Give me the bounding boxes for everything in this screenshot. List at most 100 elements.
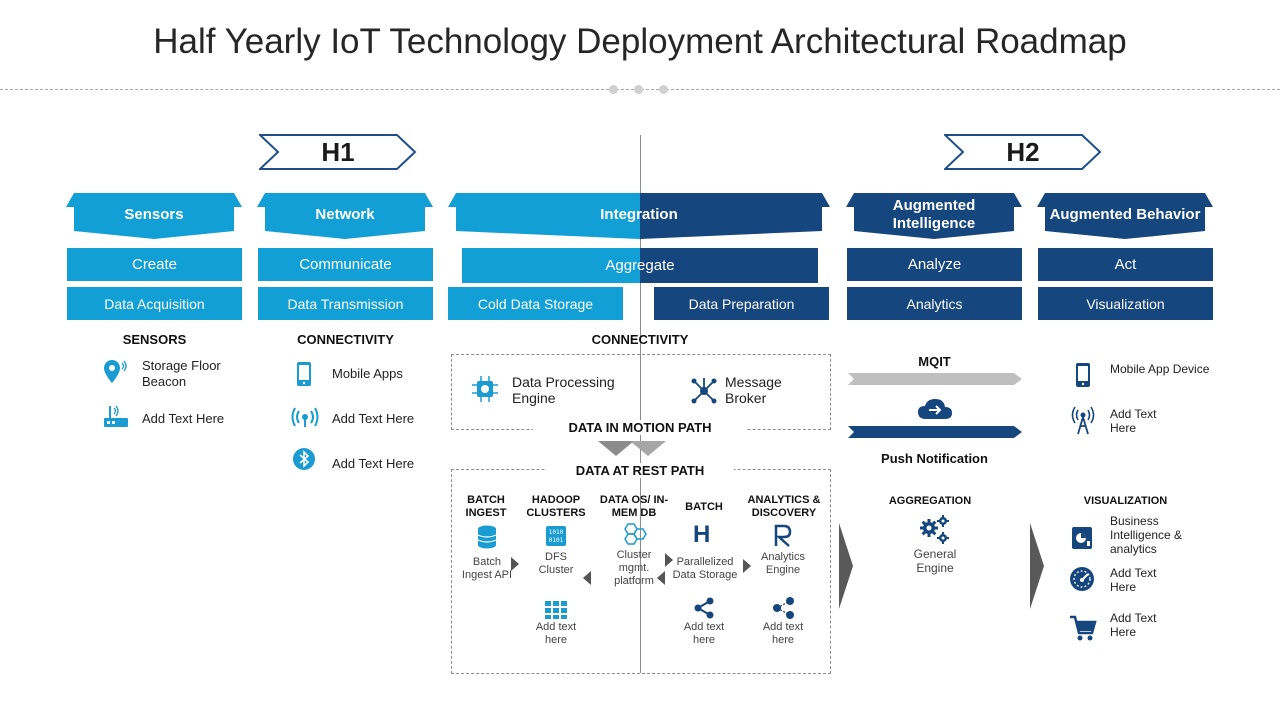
phase-chevron-h1	[259, 134, 417, 170]
banner-sensors: Sensors	[124, 206, 184, 223]
mobile-phone-icon	[297, 362, 311, 386]
router-icon	[104, 405, 128, 427]
down-arrows-icon	[598, 441, 666, 456]
header-analytics-discovery: ANALYTICS & DISCOVERY	[747, 494, 821, 519]
bar-data-acquisition: Data Acquisition	[67, 287, 242, 320]
divider-dot	[609, 85, 618, 94]
ab-item: Mobile App Device	[1110, 362, 1210, 376]
dfs-cluster-label: DFS Cluster	[538, 551, 574, 576]
phase-label-h1: H1	[321, 137, 355, 167]
network-hub-icon	[691, 378, 717, 404]
share-icon	[694, 597, 714, 619]
hexagon-cluster-icon	[624, 523, 647, 545]
banner-augmented-behavior: Augmented Behavior	[1049, 206, 1201, 223]
banner-shape-augmented-behavior	[1037, 193, 1213, 239]
viz-item: Business Intelligence & analytics	[1110, 514, 1183, 556]
add-text-label: Add text here	[535, 621, 577, 646]
data-in-motion-path-label: DATA IN MOTION PATH	[533, 420, 747, 435]
cluster-mgmt-label: Cluster mgmt. platform	[614, 549, 654, 587]
chevron-right-icon	[1030, 523, 1044, 609]
database-icon	[477, 525, 497, 549]
ab-item: Add Text Here	[1110, 407, 1157, 435]
user-network-icon	[773, 597, 794, 619]
header-batch-ingest: BATCH INGEST	[465, 494, 507, 519]
header-data-os: DATA OS/ IN- MEM DB	[599, 494, 669, 519]
wireless-signal-icon	[291, 407, 319, 427]
banner-network: Network	[315, 206, 375, 223]
dashboard-report-icon	[1072, 527, 1092, 549]
processor-icon	[472, 376, 498, 402]
sensors-heading: SENSORS	[122, 332, 187, 347]
chevron-right-icon	[839, 523, 853, 609]
bar-visualization: Visualization	[1038, 287, 1213, 320]
divider-dot	[659, 85, 668, 94]
bar-create: Create	[67, 248, 242, 281]
bar-cold-data-storage: Cold Data Storage	[448, 287, 623, 320]
antenna-tower-icon	[1071, 406, 1095, 435]
grid-table-icon	[545, 601, 567, 619]
binary-cluster-icon: 1010 0101	[546, 526, 566, 546]
divider-dot	[634, 85, 643, 94]
svg-text:0101: 0101	[549, 537, 564, 544]
banner-augmented-intelligence: Augmented Intelligence	[892, 197, 976, 232]
flow-arrow-right	[511, 557, 519, 571]
blue-arrow-bar	[848, 426, 1022, 438]
bar-data-transmission: Data Transmission	[258, 287, 433, 320]
add-text-label: Add text here	[762, 621, 804, 646]
message-broker-label: Message Broker	[725, 374, 782, 406]
bar-aggregate-left	[462, 248, 640, 283]
phase-chevron-h2	[944, 134, 1102, 170]
general-engine-label: General Engine	[913, 547, 957, 575]
flow-arrow-left	[657, 571, 665, 585]
bar-aggregate-right	[640, 248, 818, 283]
bar-act: Act	[1038, 248, 1213, 281]
sensors-item: Storage Floor Beacon	[142, 358, 221, 389]
visualization-heading: VISUALIZATION	[1083, 495, 1168, 507]
speedometer-icon	[1070, 567, 1094, 591]
banner-shape-network	[257, 193, 433, 239]
phase-label-h2: H2	[1006, 137, 1040, 167]
analytics-engine-label: Analytics Engine	[760, 551, 806, 576]
flow-arrow-left	[583, 571, 591, 585]
viz-item: Add Text Here	[1110, 566, 1157, 594]
connectivity-item: Mobile Apps	[332, 366, 403, 381]
add-text-label: Add text here	[683, 621, 725, 646]
batch-ingest-api-label: Batch Ingest API	[461, 556, 513, 581]
bar-communicate: Communicate	[258, 248, 433, 281]
gears-icon	[920, 515, 949, 544]
aggregation-heading: AGGREGATION	[888, 495, 972, 507]
svg-text:1010: 1010	[549, 529, 564, 536]
header-hadoop-clusters: HADOOP CLUSTERS	[526, 494, 586, 519]
data-processing-engine-label: Data Processing Engine	[512, 374, 615, 406]
sensors-item: Add Text Here	[142, 411, 225, 426]
push-notification-label: Push Notification	[881, 451, 988, 466]
connectivity-heading: CONNECTIVITY	[297, 332, 394, 347]
cloud-upload-icon	[918, 399, 952, 419]
banner-integration: Integration	[600, 206, 678, 223]
mobile-device-icon	[1076, 363, 1090, 387]
integration-connectivity-heading: CONNECTIVITY	[591, 332, 689, 347]
header-batch: BATCH	[685, 501, 723, 513]
location-pin-icon	[104, 360, 127, 383]
banner-shape-augmented-intelligence	[846, 193, 1022, 239]
shopping-cart-icon	[1070, 615, 1097, 641]
batch-h-icon: H	[693, 521, 711, 548]
data-at-rest-path-label: DATA AT REST PATH	[546, 463, 734, 478]
mqit-heading: MQIT	[918, 354, 951, 369]
connectivity-item: Add Text Here	[332, 411, 415, 426]
bar-analytics: Analytics	[847, 287, 1022, 320]
flow-arrow-right	[743, 559, 751, 573]
banner-shape-sensors	[66, 193, 242, 239]
bar-data-preparation: Data Preparation	[654, 287, 829, 320]
parallelized-data-storage-label: Parallelized Data Storage	[672, 556, 738, 581]
connectivity-item: Add Text Here	[332, 456, 415, 471]
r-analytics-icon	[774, 524, 792, 547]
page-title: Half Yearly IoT Technology Deployment Ar…	[153, 22, 1127, 61]
center-divider	[640, 135, 641, 673]
grey-arrow-bar	[848, 373, 1022, 385]
flow-arrow-right	[665, 553, 673, 567]
bluetooth-icon	[293, 448, 315, 470]
viz-item: Add Text Here	[1110, 611, 1157, 639]
bar-aggregate: Aggregate	[605, 257, 675, 274]
bar-analyze: Analyze	[847, 248, 1022, 281]
